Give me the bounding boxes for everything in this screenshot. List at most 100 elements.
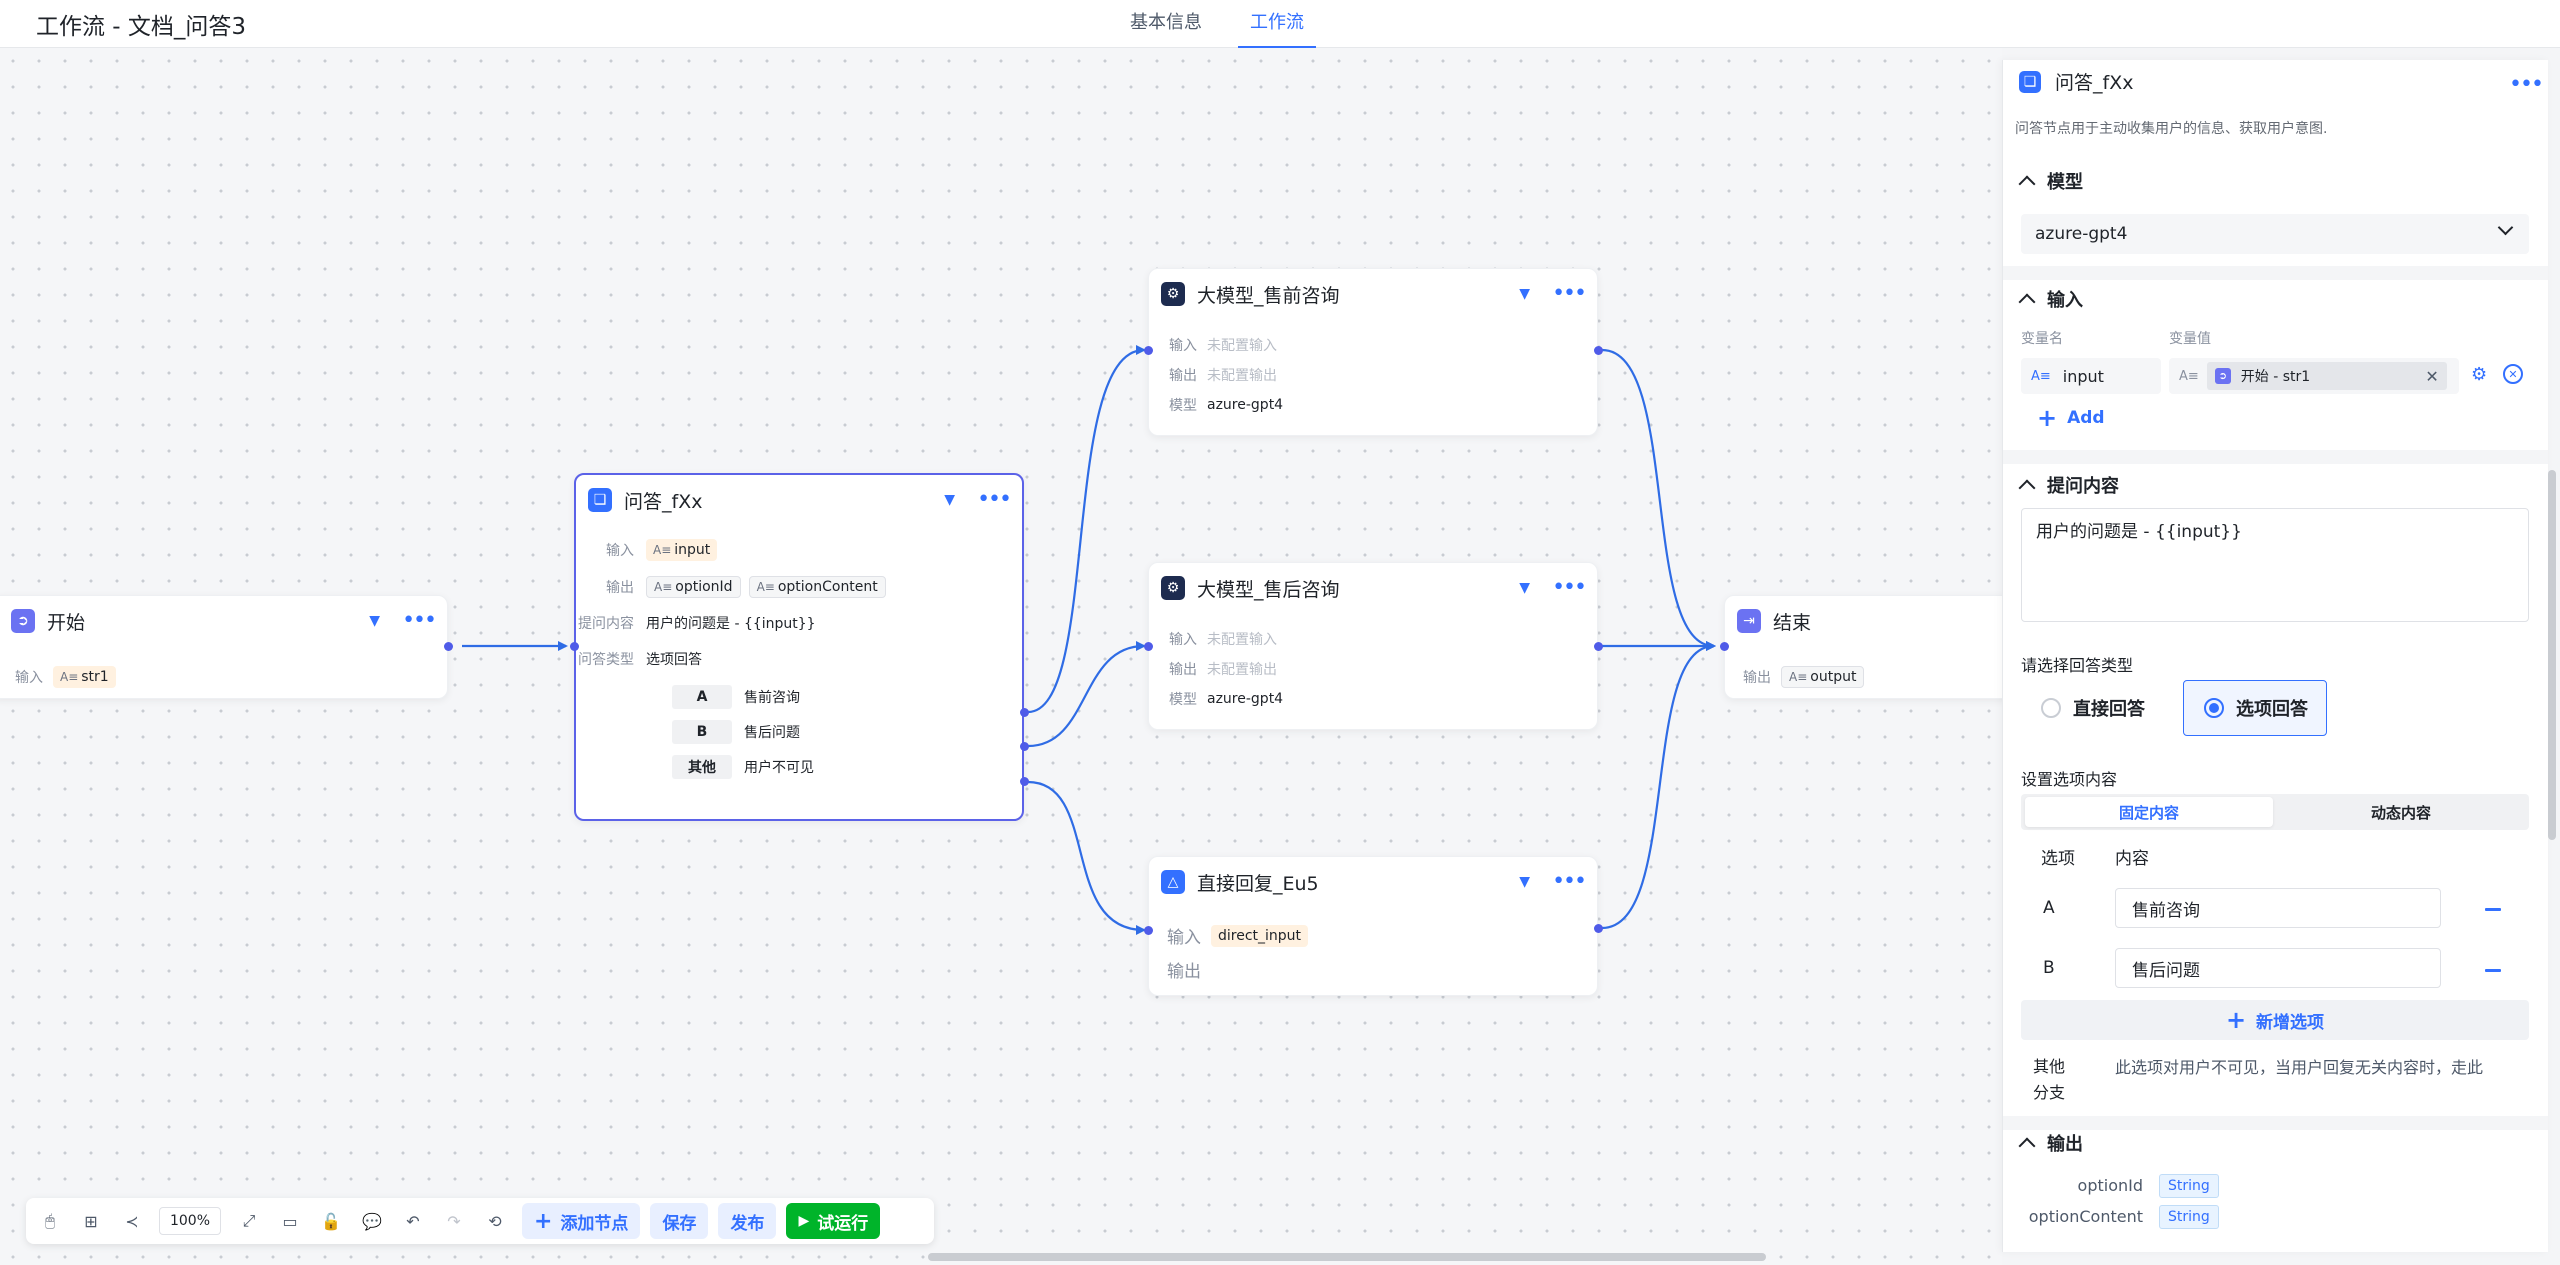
output-value: 未配置输出 <box>1207 662 1277 678</box>
prompt-section-toggle[interactable]: 提问内容 <box>2015 472 2119 498</box>
output-label: 输出 <box>606 580 634 596</box>
history-icon[interactable]: ⟲ <box>488 1211 502 1231</box>
add-variable-button[interactable]: +Add <box>2037 404 2105 432</box>
port-llm-post-out[interactable] <box>1594 642 1603 651</box>
node-llm-pre[interactable]: ⚙ 大模型_售前咨询 ▼ ••• 输入 未配置输入 输出 未配置输出 模型 az… <box>1148 268 1598 436</box>
edge-qa-reply[interactable] <box>1027 780 1146 935</box>
publish-button[interactable]: 发布 <box>718 1203 777 1239</box>
radio-option-answer[interactable]: 选项回答 <box>2183 680 2327 736</box>
port-start-out[interactable] <box>444 642 453 651</box>
llm-icon: ⚙ <box>1161 282 1185 306</box>
port-llm-post-in[interactable] <box>1144 642 1153 651</box>
edge-qa-llm-post[interactable] <box>1027 641 1146 748</box>
grid-layout-icon[interactable]: ⊞ <box>84 1211 98 1231</box>
model-select[interactable]: azure-gpt4 <box>2021 214 2529 254</box>
input-var-tag: A≡input <box>646 539 718 561</box>
chevron-down-icon[interactable]: ▼ <box>369 613 381 629</box>
more-icon[interactable]: ••• <box>402 608 437 633</box>
undo-icon[interactable]: ↶ <box>406 1211 420 1231</box>
redo-icon[interactable]: ↷ <box>447 1211 461 1231</box>
model-value: azure-gpt4 <box>1207 397 1284 413</box>
minimap-icon[interactable]: ▭ <box>282 1211 298 1231</box>
chevron-down-icon[interactable]: ▼ <box>1519 580 1531 596</box>
settings-icon[interactable]: ⚙ <box>2471 364 2488 385</box>
plus-icon: + <box>2225 1006 2247 1034</box>
port-qa-option-a[interactable] <box>1020 708 1029 717</box>
port-qa-in[interactable] <box>570 642 579 651</box>
panel-description: 问答节点用于主动收集用户的信息、获取用户意图. <box>2015 121 2328 137</box>
more-icon[interactable]: ••• <box>977 487 1012 512</box>
prompt-textarea[interactable]: 用户的问题是 - {{input}} <box>2021 508 2529 622</box>
chevron-down-icon[interactable]: ▼ <box>944 492 956 508</box>
chevron-down-icon[interactable]: ▼ <box>1519 874 1531 890</box>
tab-workflow[interactable]: 工作流 <box>1238 8 1316 48</box>
remove-option-a-button[interactable] <box>2485 908 2501 911</box>
option-a-input[interactable]: 售前咨询 <box>2115 888 2441 928</box>
save-button[interactable]: 保存 <box>650 1203 709 1239</box>
port-llm-pre-in[interactable] <box>1144 346 1153 355</box>
more-icon[interactable]: ••• <box>2509 72 2544 97</box>
chevron-up-icon <box>2018 293 2036 311</box>
option-key: 其他 <box>672 755 732 779</box>
node-qa-title: 问答_fXx <box>624 490 703 513</box>
text-type-icon: A≡ <box>654 580 673 594</box>
output-type: String <box>2159 1205 2219 1229</box>
workflow-canvas[interactable]: ➲ 开始 ▼ ••• 输入 A≡str1 ❏ 问答_fXx ▼ ••• 输入 A… <box>0 48 2002 1265</box>
edge-reply-end[interactable] <box>1601 641 1716 930</box>
port-reply-in[interactable] <box>1144 926 1153 935</box>
unlock-icon[interactable]: 🔓 <box>321 1211 341 1231</box>
horizontal-scrollbar[interactable] <box>928 1253 1766 1261</box>
panel-title: 问答_fXx <box>2055 72 2134 94</box>
canvas-toolbar: 🖱 ⊞ ≺ 100% ⤢ ▭ 🔓 💬 ↶ ↷ ⟲ +添加节点 保存 发布 ▶试运… <box>26 1198 934 1244</box>
var-ref-tag: ➲ 开始 - str1 ✕ <box>2206 362 2447 390</box>
tab-dynamic-content[interactable]: 动态内容 <box>2370 803 2431 822</box>
var-value-selector[interactable]: A≡ ➲ 开始 - str1 ✕ <box>2169 358 2459 394</box>
output-section-toggle[interactable]: 输出 <box>2015 1130 2083 1156</box>
radio-direct-answer[interactable]: 直接回答 <box>2021 680 2171 736</box>
connector-icon[interactable]: ≺ <box>125 1211 139 1231</box>
remove-option-b-button[interactable] <box>2485 969 2501 972</box>
fit-view-icon[interactable]: ⤢ <box>242 1211 256 1230</box>
var-name-input[interactable]: A≡ input <box>2021 358 2161 394</box>
port-end-in[interactable] <box>1720 642 1729 651</box>
tab-basic-info[interactable]: 基本信息 <box>1130 12 1202 33</box>
llm-icon: ⚙ <box>1161 576 1185 600</box>
text-type-icon: A≡ <box>653 543 672 557</box>
port-qa-option-other[interactable] <box>1020 777 1029 786</box>
zoom-level[interactable]: 100% <box>159 1207 221 1235</box>
close-icon[interactable]: ✕ <box>2425 366 2439 386</box>
more-icon[interactable]: ••• <box>1552 575 1587 600</box>
output-value: 未配置输出 <box>1207 368 1277 384</box>
port-llm-pre-out[interactable] <box>1594 346 1603 355</box>
node-end[interactable]: ⇥ 结束 输出 A≡output <box>1724 595 2002 699</box>
test-run-button[interactable]: ▶试运行 <box>786 1203 881 1239</box>
node-qa[interactable]: ❏ 问答_fXx ▼ ••• 输入 A≡input 输出 A≡optionId … <box>574 473 1024 821</box>
edge-qa-llm-pre[interactable] <box>1027 345 1146 714</box>
option-b-input[interactable]: 售后问题 <box>2115 948 2441 988</box>
node-reply[interactable]: △ 直接回复_Eu5 ▼ ••• 输入 direct_input 输出 <box>1148 856 1598 996</box>
port-qa-option-b[interactable] <box>1020 742 1029 751</box>
output-var-tag: A≡output <box>1781 666 1865 688</box>
model-section-toggle[interactable]: 模型 <box>2015 168 2083 194</box>
app-header: 工作流 - 文档_问答3 基本信息 工作流 <box>0 0 2560 48</box>
output-type: String <box>2159 1174 2219 1198</box>
play-icon: ▶ <box>798 1213 810 1229</box>
more-icon[interactable]: ••• <box>1552 281 1587 306</box>
input-section-toggle[interactable]: 输入 <box>2015 286 2083 312</box>
tab-fixed-content[interactable]: 固定内容 <box>2025 797 2273 827</box>
mouse-icon[interactable]: 🖱 <box>45 1211 55 1230</box>
node-start[interactable]: ➲ 开始 ▼ ••• 输入 A≡str1 <box>0 595 448 699</box>
panel-scrollbar[interactable] <box>2548 470 2556 840</box>
chevron-down-icon[interactable]: ▼ <box>1519 286 1531 302</box>
edge-llm-pre-end[interactable] <box>1601 348 1716 651</box>
more-icon[interactable]: ••• <box>1552 869 1587 894</box>
edges-layer <box>462 345 1716 935</box>
input-label: 输入 <box>606 543 634 559</box>
port-reply-out[interactable] <box>1594 924 1603 933</box>
add-node-button[interactable]: +添加节点 <box>522 1203 641 1239</box>
add-option-button[interactable]: +新增选项 <box>2021 1000 2529 1040</box>
comment-icon[interactable]: 💬 <box>362 1211 382 1231</box>
remove-circle-icon[interactable]: ✕ <box>2503 364 2523 384</box>
node-llm-post[interactable]: ⚙ 大模型_售后咨询 ▼ ••• 输入 未配置输入 输出 未配置输出 模型 az… <box>1148 562 1598 730</box>
plus-icon: + <box>2037 404 2058 432</box>
